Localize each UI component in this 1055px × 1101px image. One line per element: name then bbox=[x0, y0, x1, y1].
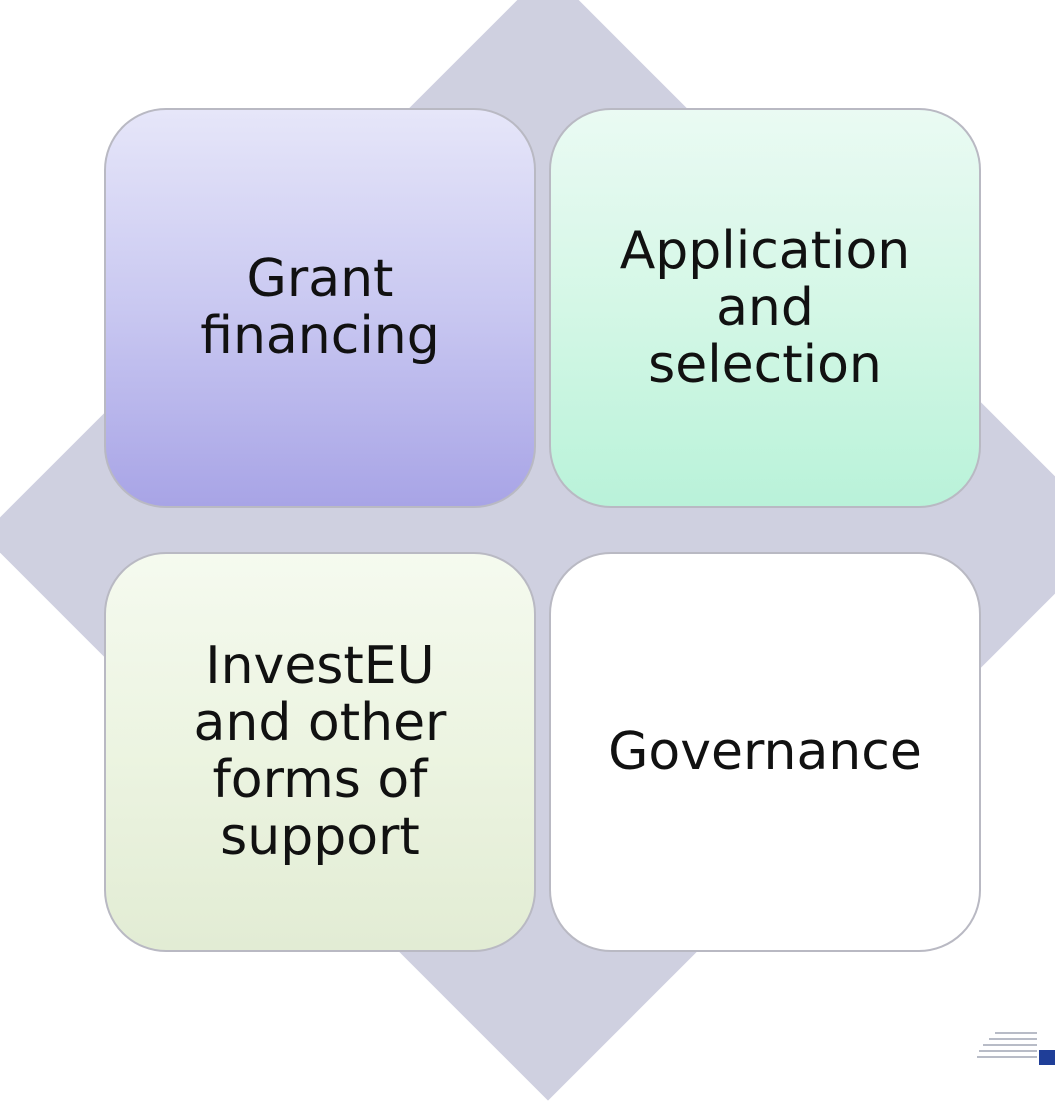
logo-stripe bbox=[979, 1050, 1037, 1052]
tile-application-and-selection-label: Application and selection bbox=[619, 220, 911, 395]
logo-stripe bbox=[989, 1038, 1037, 1040]
tile-application-and-selection: Application and selection bbox=[549, 108, 981, 508]
tile-investeu-and-other-forms: InvestEU and other forms of support bbox=[104, 552, 536, 952]
tile-grant-financing-label: Grant financing bbox=[200, 249, 440, 366]
tile-investeu-label: InvestEU and other forms of support bbox=[193, 636, 447, 867]
logo-stripe bbox=[983, 1044, 1037, 1046]
tile-grant-financing: Grant financing bbox=[104, 108, 536, 508]
tile-governance: Governance bbox=[549, 552, 981, 952]
tile-governance-label: Governance bbox=[608, 721, 922, 782]
logo-blue-block bbox=[1039, 1050, 1055, 1065]
corner-logo bbox=[977, 1026, 1055, 1065]
logo-stripe bbox=[995, 1032, 1037, 1034]
logo-stripe bbox=[977, 1056, 1037, 1058]
